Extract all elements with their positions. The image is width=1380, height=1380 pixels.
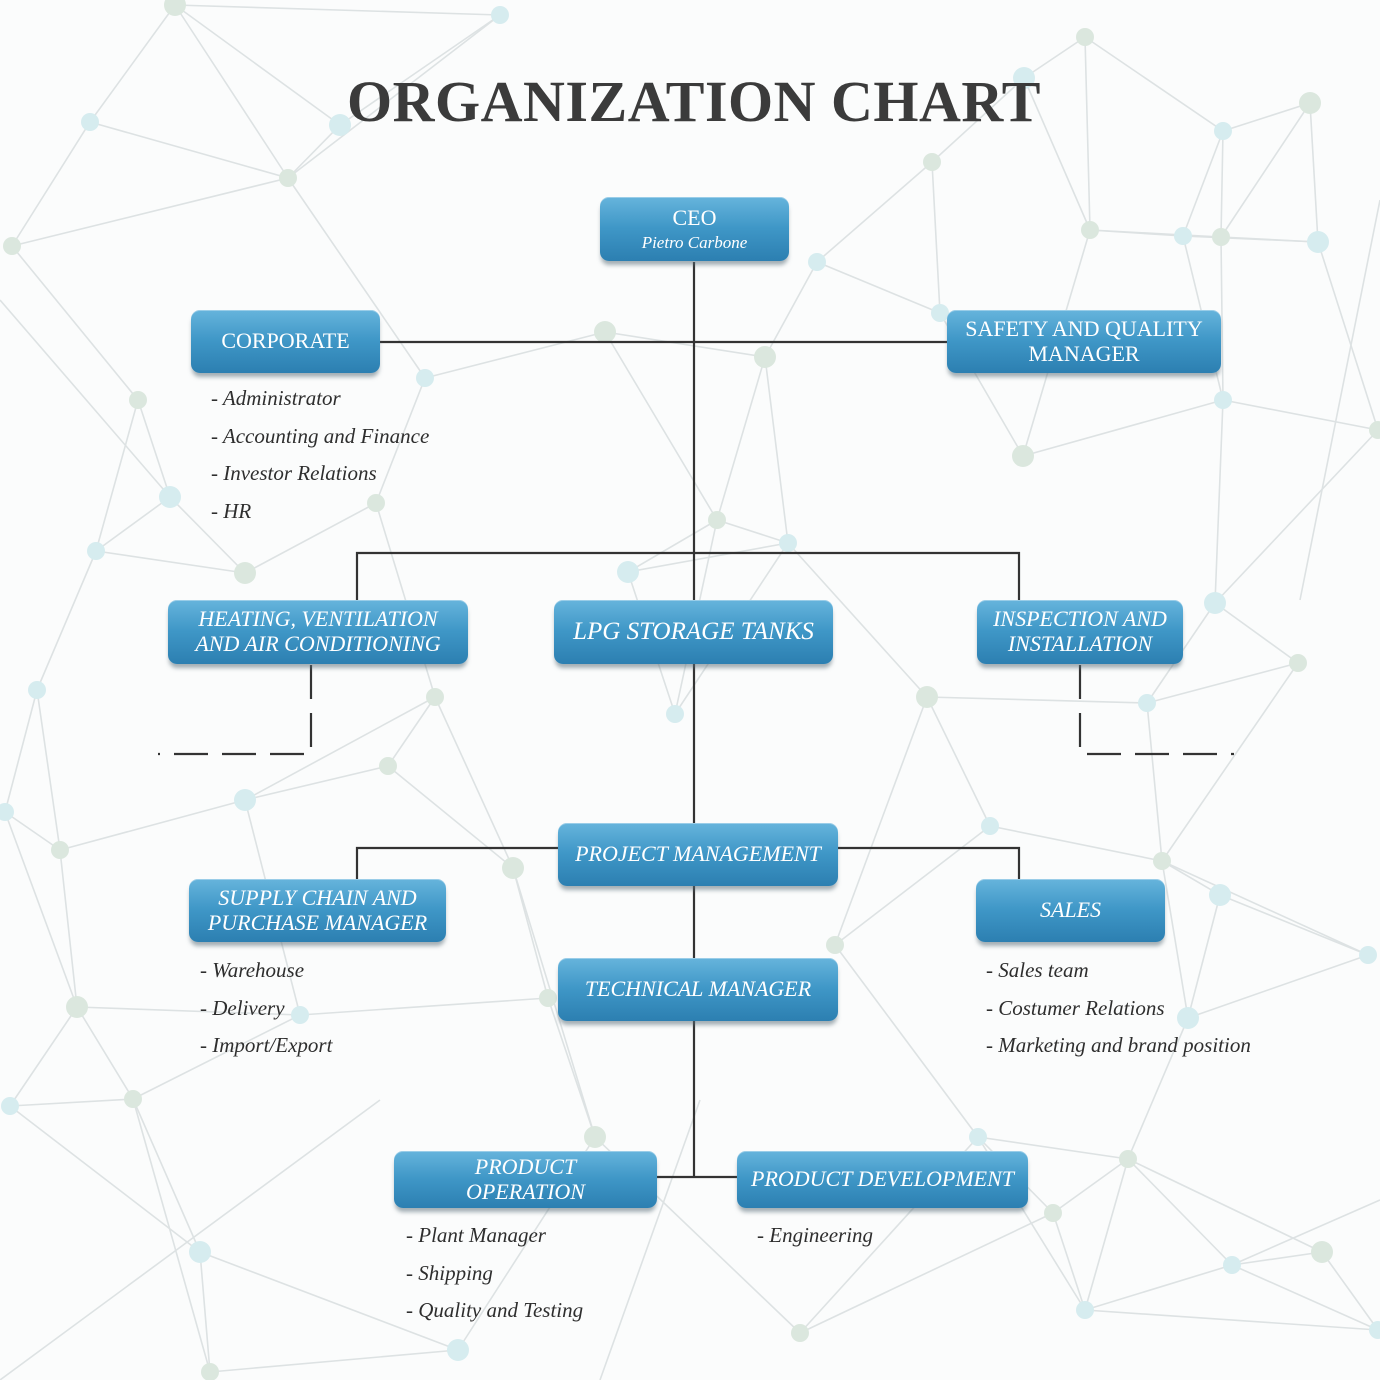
list-item: - Quality and Testing <box>406 1298 584 1322</box>
sales-box[interactable]: SALES <box>976 879 1165 942</box>
list-item: - Plant Manager <box>406 1223 546 1247</box>
ceo-name: Pietro Carbone <box>641 232 748 252</box>
lpg-storage-box[interactable]: LPG STORAGE TANKS <box>554 600 833 664</box>
product-operation-list: - Plant Manager - Shipping - Quality and… <box>406 1223 583 1336</box>
connector-pm-sales <box>838 846 1021 880</box>
list-item: - Warehouse <box>200 958 305 982</box>
list-item: - Costumer Relations <box>986 995 1165 1020</box>
safety-quality-box[interactable]: SAFETY AND QUALITY MANAGER <box>947 310 1221 373</box>
inspection-box[interactable]: INSPECTION AND INSTALLATION <box>977 600 1183 664</box>
list-item: - Investor Relations <box>211 461 377 485</box>
list-item: - Import/Export <box>200 1033 333 1057</box>
product-development-list: - Engineering <box>757 1223 873 1261</box>
list-item: - HR <box>211 498 252 523</box>
list-item: - Administrator <box>211 386 341 410</box>
project-management-box[interactable]: PROJECT MANAGEMENT <box>558 823 838 886</box>
page-title: ORGANIZATION CHART <box>347 69 1041 134</box>
connector-hvac-dashed <box>158 665 313 756</box>
supply-label-line2: PURCHASE MANAGER <box>207 909 428 935</box>
project-management-label: PROJECT MANAGEMENT <box>575 841 821 867</box>
product-operation-label-line2: OPERATION <box>466 1178 585 1204</box>
hvac-box[interactable]: HEATING, VENTILATION AND AIR CONDITIONIN… <box>168 600 468 664</box>
supply-chain-box[interactable]: SUPPLY CHAIN AND PURCHASE MANAGER <box>189 879 446 942</box>
inspection-label-line1: INSPECTION AND <box>993 606 1167 632</box>
technical-manager-label: TECHNICAL MANAGER <box>584 976 812 1002</box>
sales-list: - Sales team - Costumer Relations - Mark… <box>986 958 1251 1071</box>
list-item: - Engineering <box>757 1223 874 1247</box>
hvac-label-line2: AND AIR CONDITIONING <box>195 631 441 656</box>
technical-manager-box[interactable]: TECHNICAL MANAGER <box>558 958 838 1021</box>
safety-label-line1: SAFETY AND QUALITY <box>965 315 1203 341</box>
connector-inspection-dashed <box>1078 665 1234 756</box>
supply-chain-list: - Warehouse - Delivery - Import/Export <box>200 958 332 1071</box>
product-development-label: PRODUCT DEVELOPMENT <box>751 1166 1014 1192</box>
product-operation-box[interactable]: PRODUCT OPERATION <box>394 1151 657 1208</box>
list-item: - Shipping <box>406 1260 493 1285</box>
corporate-box[interactable]: CORPORATE <box>191 310 380 373</box>
supply-label-line1: SUPPLY CHAIN AND <box>218 884 417 910</box>
list-item: - Accounting and Finance <box>211 423 430 448</box>
connector-division-bar <box>355 551 1021 600</box>
ceo-box[interactable]: CEO Pietro Carbone <box>600 197 789 261</box>
list-item: - Delivery <box>200 995 285 1020</box>
hvac-label-line1: HEATING, VENTILATION <box>198 606 438 632</box>
corporate-list: - Administrator - Accounting and Finance… <box>211 386 429 536</box>
product-development-box[interactable]: PRODUCT DEVELOPMENT <box>737 1151 1028 1208</box>
ceo-role: CEO <box>672 205 717 231</box>
safety-label-line2: MANAGER <box>1028 340 1140 366</box>
list-item: - Sales team <box>986 958 1089 982</box>
product-operation-label-line1: PRODUCT <box>474 1153 577 1179</box>
lpg-label: LPG STORAGE TANKS <box>573 618 814 645</box>
sales-label: SALES <box>1039 897 1102 923</box>
list-item: - Marketing and brand position <box>986 1033 1251 1057</box>
inspection-label-line2: INSTALLATION <box>1007 631 1153 656</box>
connector-pm-supply <box>355 846 558 880</box>
corporate-label: CORPORATE <box>221 328 350 354</box>
